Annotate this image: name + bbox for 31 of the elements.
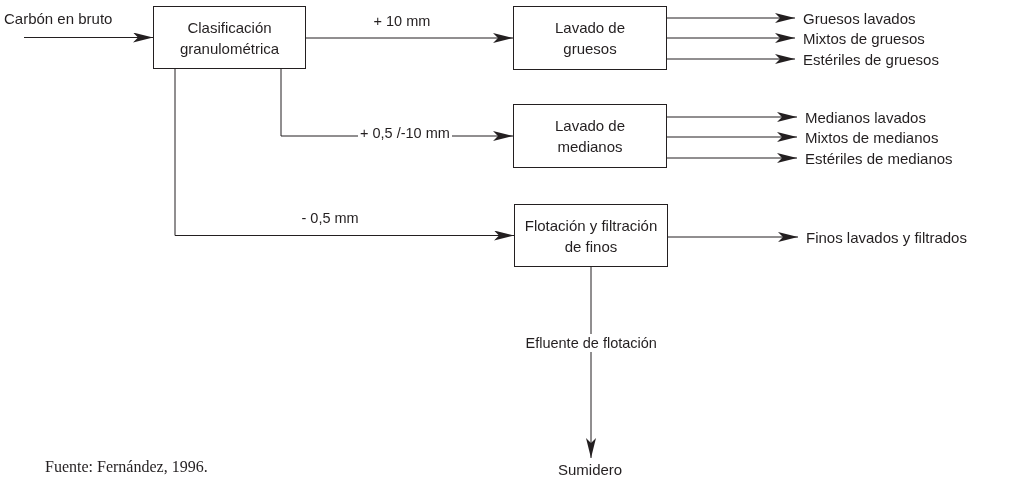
arrow xyxy=(666,13,796,23)
arrow xyxy=(305,33,514,43)
arrow xyxy=(174,68,515,241)
arrow xyxy=(667,232,799,242)
flow-label: Sumidero xyxy=(558,459,623,479)
edge-label: Efluente de flotación xyxy=(523,334,659,352)
process-box xyxy=(513,6,667,70)
flow-label: Carbón en bruto xyxy=(4,8,113,29)
arrow xyxy=(666,153,798,163)
process-label: Lavado de gruesos xyxy=(553,18,627,59)
process-box xyxy=(153,6,306,69)
arrow xyxy=(666,54,796,64)
flow-label: Mixtos de gruesos xyxy=(803,28,925,49)
source-note: Fuente: Fernández, 1996. xyxy=(45,458,208,476)
process-box xyxy=(513,104,667,168)
flow-label: Estériles de medianos xyxy=(805,148,953,169)
arrow xyxy=(666,112,798,122)
flow-label: Medianos lavados xyxy=(805,107,926,128)
flow-label: Estériles de gruesos xyxy=(803,49,939,70)
flow-label: Gruesos lavados xyxy=(803,8,916,29)
process-label: Clasificación granulométrica xyxy=(178,17,281,59)
arrow xyxy=(666,132,798,142)
flow-label: Finos lavados y filtrados xyxy=(806,227,967,248)
arrow xyxy=(666,33,796,43)
process-box xyxy=(514,204,668,267)
arrow xyxy=(23,32,154,43)
process-label: Flotación y filtración de finos xyxy=(523,215,659,257)
process-label: Lavado de medianos xyxy=(553,116,627,157)
edge-label: + 0,5 /-10 mm xyxy=(358,124,452,142)
flow-label: Mixtos de medianos xyxy=(805,127,939,148)
arrow xyxy=(586,266,596,459)
